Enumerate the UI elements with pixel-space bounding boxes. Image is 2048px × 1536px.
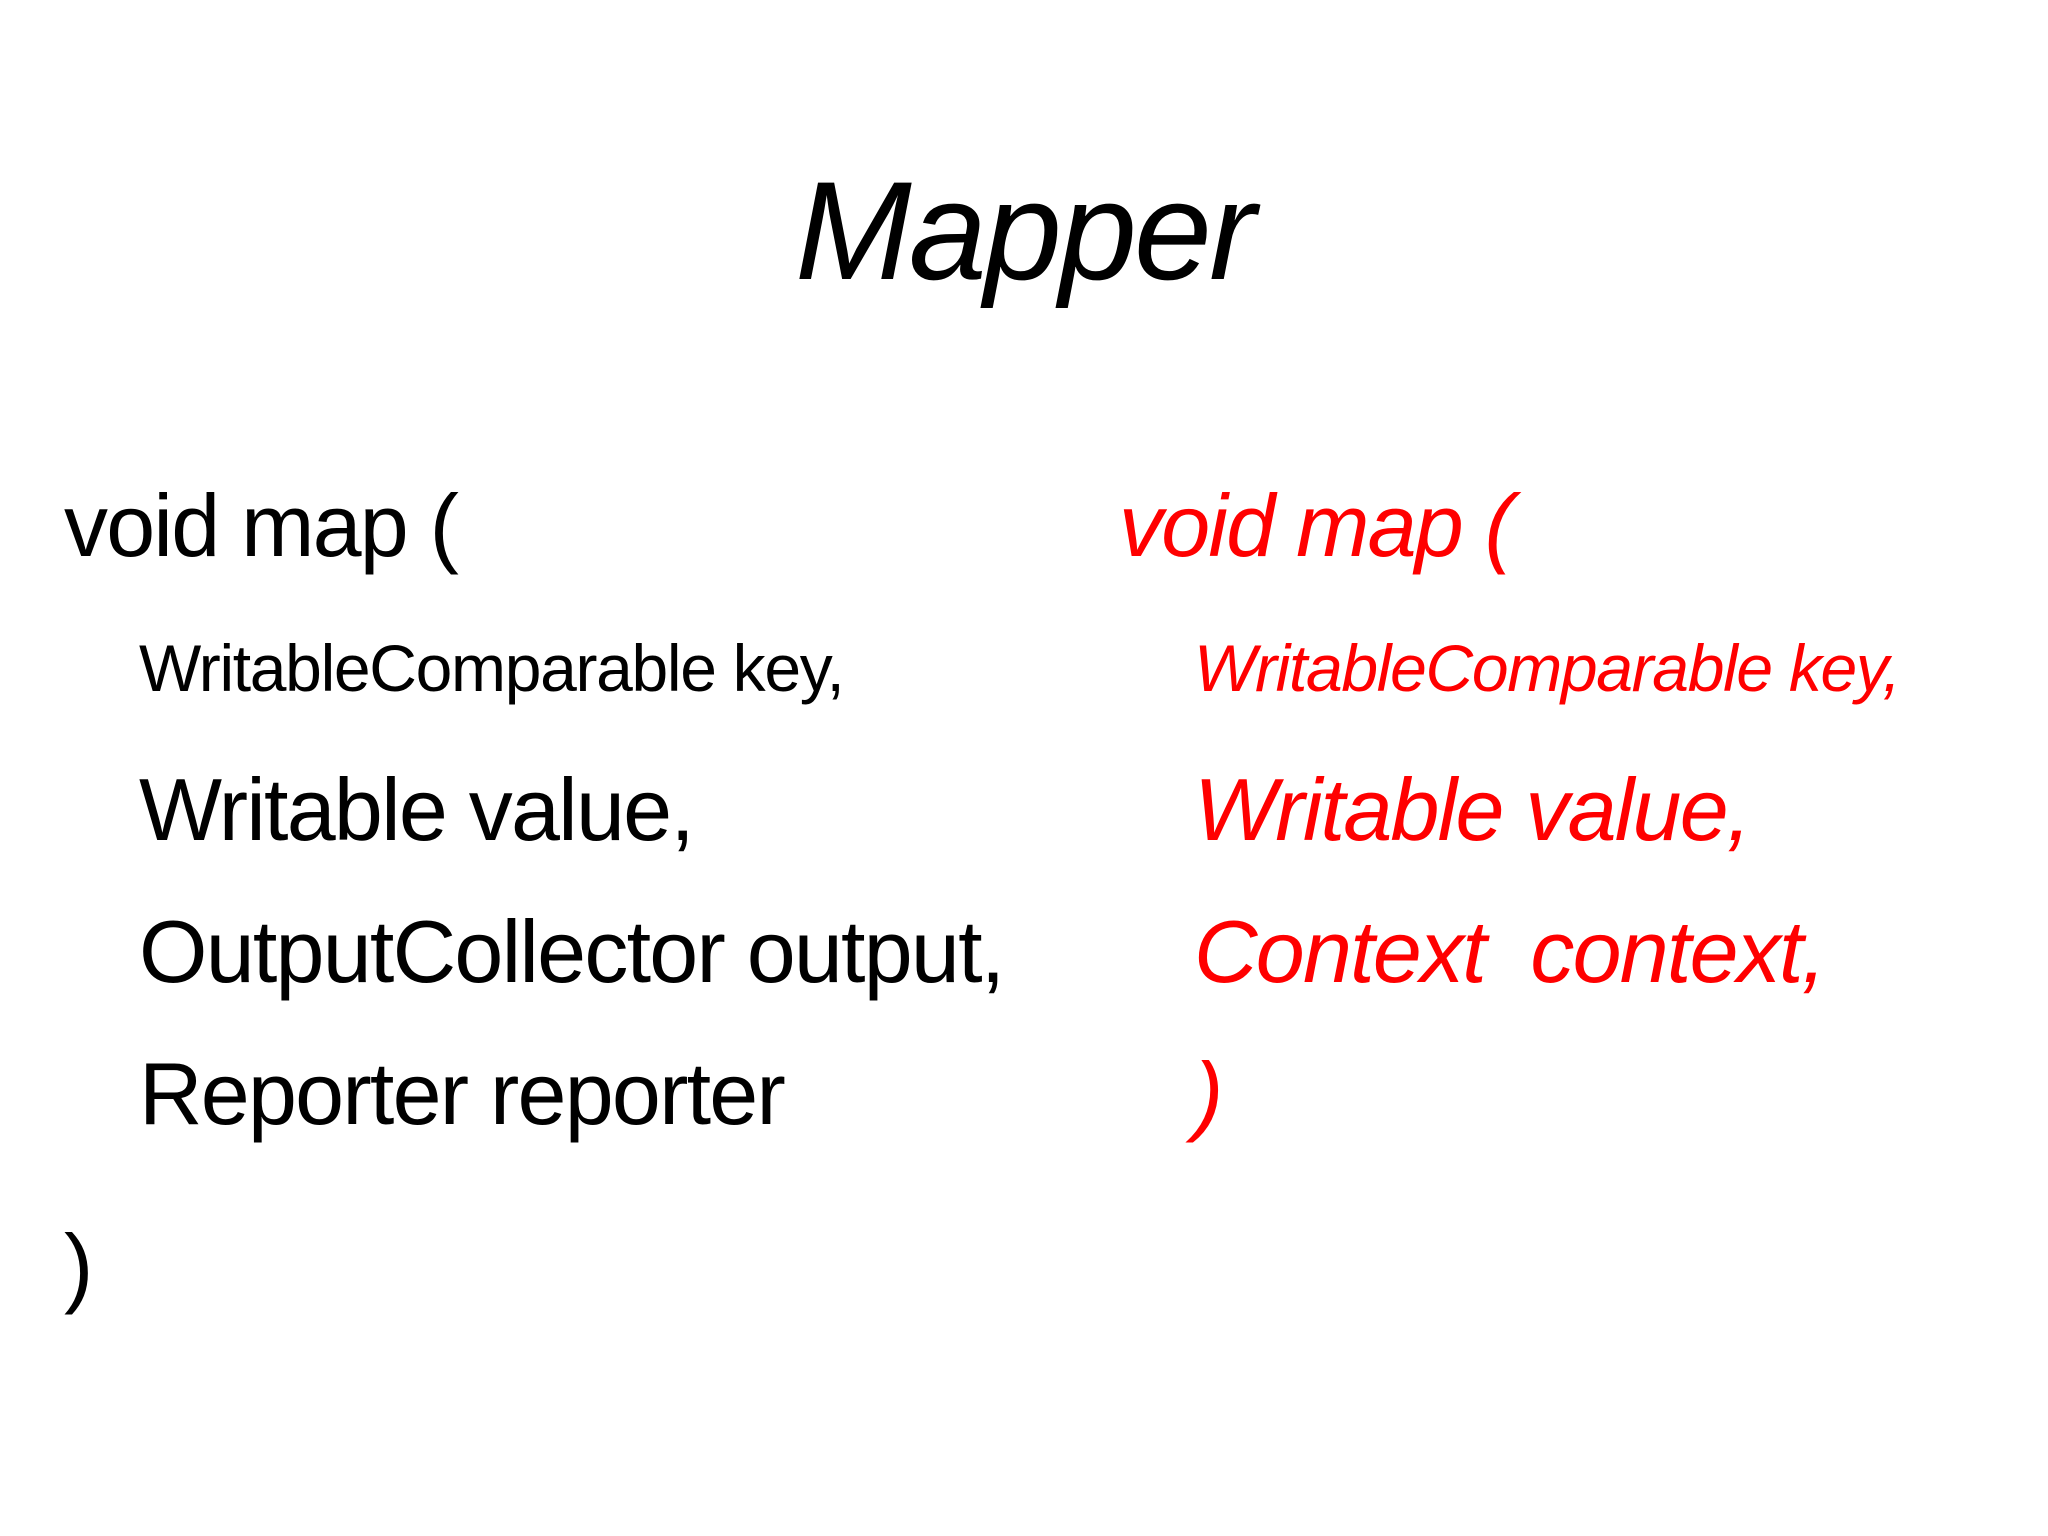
code-line-old-signature: void map ( (64, 476, 459, 575)
code-line-old-param-reporter: Reporter reporter (139, 1044, 786, 1143)
code-line-old-param-key: WritableComparable key, (139, 631, 845, 705)
code-line-old-close-paren: ) (64, 1216, 93, 1315)
new-api-code-block: void map ( WritableComparable key, Writa… (1119, 455, 1901, 1165)
code-line-new-close-paren: ) (1194, 1044, 1223, 1143)
code-line-old-param-output: OutputCollector output, (139, 902, 1005, 1001)
code-line-new-signature: void map ( (1119, 476, 1514, 575)
code-line-new-param-key: WritableComparable key, (1194, 631, 1901, 705)
code-line-old-param-value: Writable value, (139, 760, 695, 859)
slide-title: Mapper (795, 152, 1256, 309)
old-api-code-block: void map ( WritableComparable key, Writa… (64, 455, 1005, 1337)
code-line-new-param-context: Context context, (1194, 902, 1826, 1001)
code-line-new-param-value: Writable value, (1194, 760, 1751, 859)
